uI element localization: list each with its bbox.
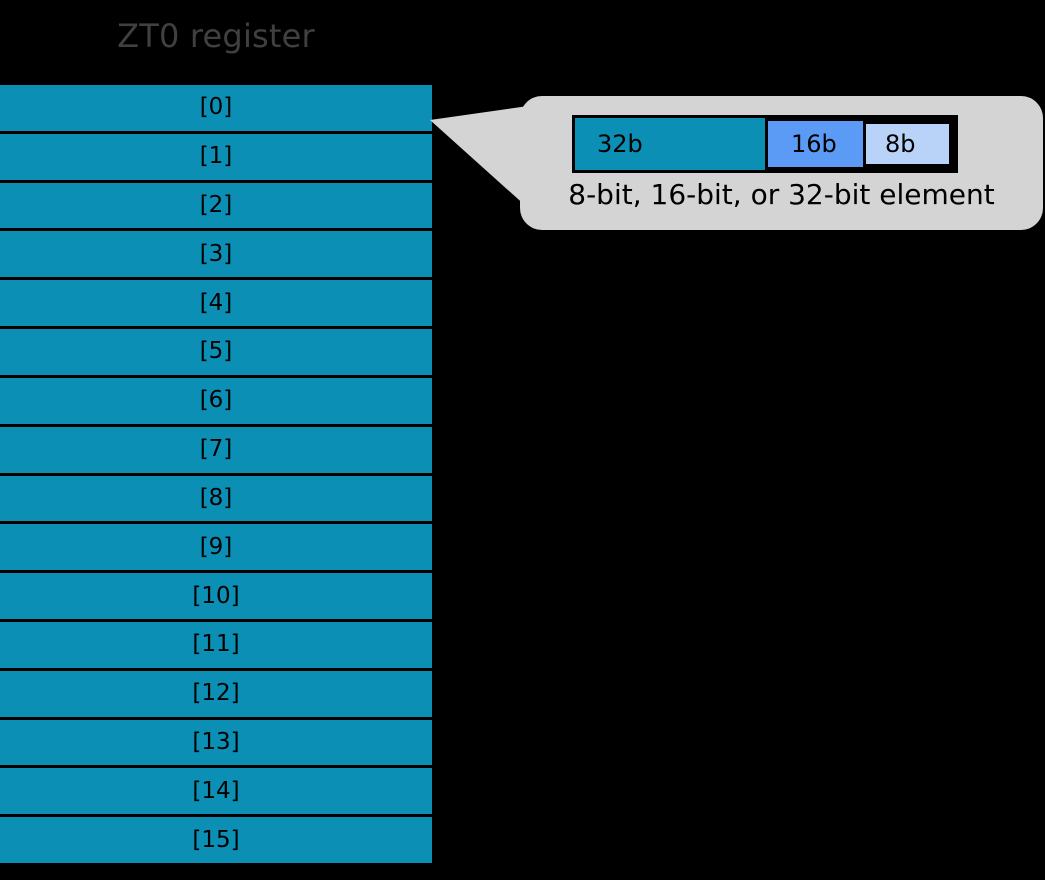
register-cell: [2]	[0, 182, 432, 232]
register-cell: [15]	[0, 817, 432, 863]
element-callout: 32b 16b 8b 8-bit, 16-bit, or 32-bit elem…	[430, 96, 1043, 230]
element-box-16bit-label: 16b	[791, 130, 837, 158]
callout-bubble: 32b 16b 8b 8-bit, 16-bit, or 32-bit elem…	[520, 96, 1043, 230]
register-cell-label: [0]	[199, 94, 233, 121]
register-cell: [9]	[0, 524, 432, 574]
register-cell: [6]	[0, 377, 432, 427]
register-cell-label: [10]	[192, 582, 240, 609]
register-cell: [1]	[0, 133, 432, 183]
element-box-8bit-label: 8b	[885, 130, 916, 158]
register-cell: [10]	[0, 573, 432, 622]
element-box-8bit: 8b	[863, 121, 952, 167]
register-cell-label: [9]	[199, 533, 233, 560]
register-cell: [5]	[0, 329, 432, 378]
element-box-32bit-label: 32b	[597, 130, 643, 158]
register-cell-label: [1]	[199, 143, 233, 170]
page-title: ZT0 register	[117, 17, 315, 55]
register-cell-label: [5]	[199, 338, 233, 365]
register-cell-label: [15]	[192, 826, 240, 853]
register-cell-label: [13]	[192, 728, 240, 755]
register-cell-label: [2]	[199, 192, 233, 219]
register-cell: [3]	[0, 231, 432, 281]
register-cell: [12]	[0, 670, 432, 720]
register-cell-list: [0] [1] [2] [3] [4] [5] [6] [7] [8] [9]	[0, 82, 432, 866]
register-cell-label: [6]	[199, 387, 233, 414]
register-cell-label: [11]	[192, 631, 240, 658]
register-cell-label: [8]	[199, 484, 233, 511]
register-cell-label: [3]	[199, 240, 233, 267]
register-cell-label: [4]	[199, 289, 233, 316]
register-cell: [13]	[0, 719, 432, 769]
element-size-boxes: 32b 16b 8b	[572, 115, 958, 173]
register-cell: [4]	[0, 280, 432, 330]
register-cell-label: [14]	[192, 777, 240, 804]
register-cell: [8]	[0, 475, 432, 525]
callout-caption: 8-bit, 16-bit, or 32-bit element	[568, 178, 995, 211]
register-cell: [11]	[0, 621, 432, 671]
register-cell: [14]	[0, 768, 432, 818]
register-cell: [7]	[0, 426, 432, 476]
register-cell: [0]	[0, 85, 432, 134]
callout-tail-pointer	[430, 106, 528, 208]
register-cell-label: [12]	[192, 680, 240, 707]
register-cell-label: [7]	[199, 436, 233, 463]
